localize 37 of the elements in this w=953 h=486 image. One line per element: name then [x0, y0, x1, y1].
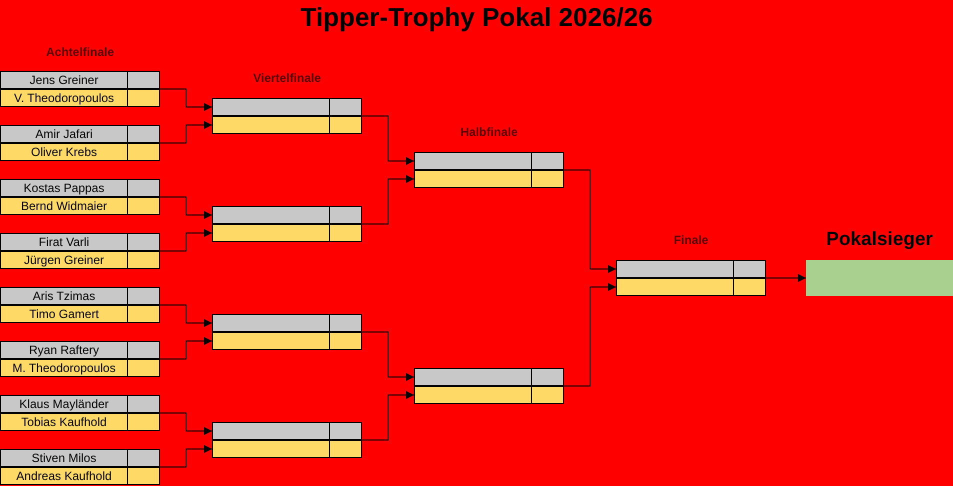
player-name: Firat Varli — [0, 233, 128, 251]
player-name: V. Theodoropoulos — [0, 89, 128, 107]
connector-arrow — [160, 121, 212, 144]
connector-arrow — [160, 445, 212, 468]
player-name: M. Theodoropoulos — [0, 359, 128, 377]
connector-arrow — [362, 391, 414, 440]
connector-arrow — [160, 337, 212, 360]
round-label: Viertelfinale — [252, 72, 322, 84]
connector-arrow — [160, 88, 212, 111]
connector-arrow — [362, 175, 414, 224]
player-name: Tobias Kaufhold — [0, 413, 128, 431]
player-name: Amir Jafari — [0, 125, 128, 143]
connector-arrow — [160, 229, 212, 252]
player-name: Stiven Milos — [0, 449, 128, 467]
player-name: Klaus Mayländer — [0, 395, 128, 413]
connector-arrow — [766, 274, 806, 282]
connector-arrow — [362, 332, 414, 381]
connector-arrow — [564, 283, 616, 386]
player-name: Timo Gamert — [0, 305, 128, 323]
connector-arrow — [564, 170, 616, 273]
player-name: Jürgen Greiner — [0, 251, 128, 269]
player-name: Bernd Widmaier — [0, 197, 128, 215]
round-label: Achtelfinale — [44, 46, 115, 58]
title: Tipper-Trophy Pokal 2026/26 — [299, 4, 654, 30]
player-name: Ryan Raftery — [0, 341, 128, 359]
round-label: Halbfinale — [459, 126, 519, 138]
player-name: Oliver Krebs — [0, 143, 128, 161]
player-name: Jens Greiner — [0, 71, 128, 89]
connector-arrow — [160, 412, 212, 435]
connector-arrow — [362, 116, 414, 165]
player-name: Aris Tzimas — [0, 287, 128, 305]
round-label: Finale — [672, 234, 710, 246]
connector-arrow — [160, 304, 212, 327]
player-name: Andreas Kaufhold — [0, 467, 128, 485]
connector-arrow — [160, 196, 212, 219]
winner-heading: Pokalsieger — [826, 228, 933, 252]
player-name: Kostas Pappas — [0, 179, 128, 197]
